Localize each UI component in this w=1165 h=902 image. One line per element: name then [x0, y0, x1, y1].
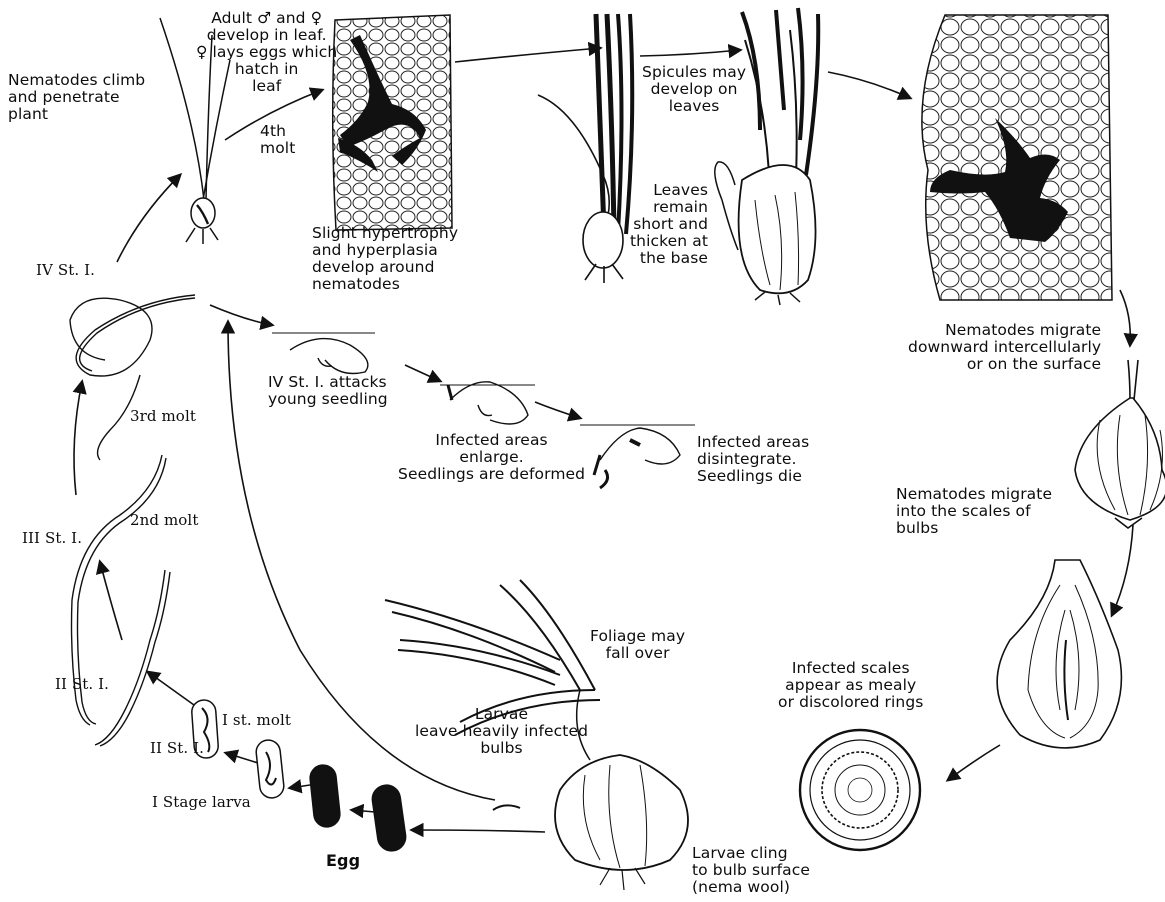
arrow-seedling-3	[535, 402, 580, 418]
stage2-worm	[95, 570, 165, 745]
label-migrate-scales: Nematodes migrate into the scales of bul…	[896, 486, 1052, 537]
label-areas-disintegrate: Infected areas disintegrate. Seedlings d…	[697, 434, 809, 485]
label-attacks-seedling: IV St. I. attacks young seedling	[268, 374, 388, 408]
arrow-to-stage4	[74, 382, 82, 495]
label-nematodes-climb: Nematodes climb and penetrate plant	[8, 72, 145, 123]
label-hypertrophy: Slight hypertrophy and hyperplasia devel…	[312, 225, 458, 293]
arrow-to-egg-stage	[412, 830, 545, 832]
arrow-to-spicules	[455, 48, 600, 62]
label-stage3: III St. I.	[22, 530, 82, 547]
label-areas-enlarge: Infected areas enlarge. Seedlings are de…	[398, 432, 585, 483]
arrow-to-stage3	[100, 562, 122, 640]
label-4th-molt: 4th molt	[260, 123, 295, 157]
onion-bulb-icon	[1075, 360, 1165, 528]
arrow-to-seedling	[210, 305, 272, 325]
arrow-to-spicules-2	[640, 50, 740, 56]
arrow-egg-2	[290, 785, 310, 788]
label-stage2-egg: II St. I.	[150, 740, 204, 757]
arrow-egg-3	[226, 753, 258, 763]
arrow-egg-1	[352, 810, 375, 812]
label-mealy-rings: Infected scales appear as mealy or disco…	[778, 660, 923, 711]
label-foliage-fall: Foliage may fall over	[590, 628, 685, 662]
label-egg: Egg	[326, 852, 360, 869]
label-stage1-larva: I Stage larva	[152, 794, 251, 811]
arrow-to-plant	[117, 175, 180, 262]
arrow-to-scales	[1112, 525, 1133, 615]
label-larvae-leave-bulbs: Larvae leave heavily infected bulbs	[415, 706, 588, 757]
leaf-tissue-icon	[333, 15, 452, 230]
label-migrate-downward: Nematodes migrate downward intercellular…	[908, 322, 1101, 373]
tissue-section-icon	[922, 15, 1112, 300]
label-spicules: Spicules may develop on leaves	[642, 64, 746, 115]
label-adult-develop: Adult ♂ and ♀ develop in leaf. ♀ lays eg…	[196, 10, 337, 95]
label-stage2: II St. I.	[55, 676, 109, 693]
bulb-rings-icon	[800, 730, 920, 850]
thick-onion-plant-icon	[715, 8, 818, 305]
label-leaves-short: Leaves remain short and thicken at the b…	[630, 182, 708, 267]
spicule-leaves-icon	[538, 14, 632, 283]
arrow-migrate-down	[1120, 290, 1130, 345]
arrow-to-tissue	[828, 72, 910, 98]
label-1st-molt: I st. molt	[222, 712, 291, 729]
label-3rd-molt: 3rd molt	[130, 408, 196, 425]
cut-bulb-icon	[997, 560, 1121, 748]
label-2nd-molt: 2nd molt	[130, 512, 198, 529]
label-stage4: IV St. I.	[36, 262, 95, 279]
arrow-to-stage2	[148, 672, 194, 705]
arrow-seedling-2	[405, 365, 440, 381]
arrow-to-rings	[948, 745, 1000, 780]
stage4-worm	[70, 295, 195, 376]
label-larvae-cling: Larvae cling to bulb surface (nema wool)	[692, 845, 810, 896]
